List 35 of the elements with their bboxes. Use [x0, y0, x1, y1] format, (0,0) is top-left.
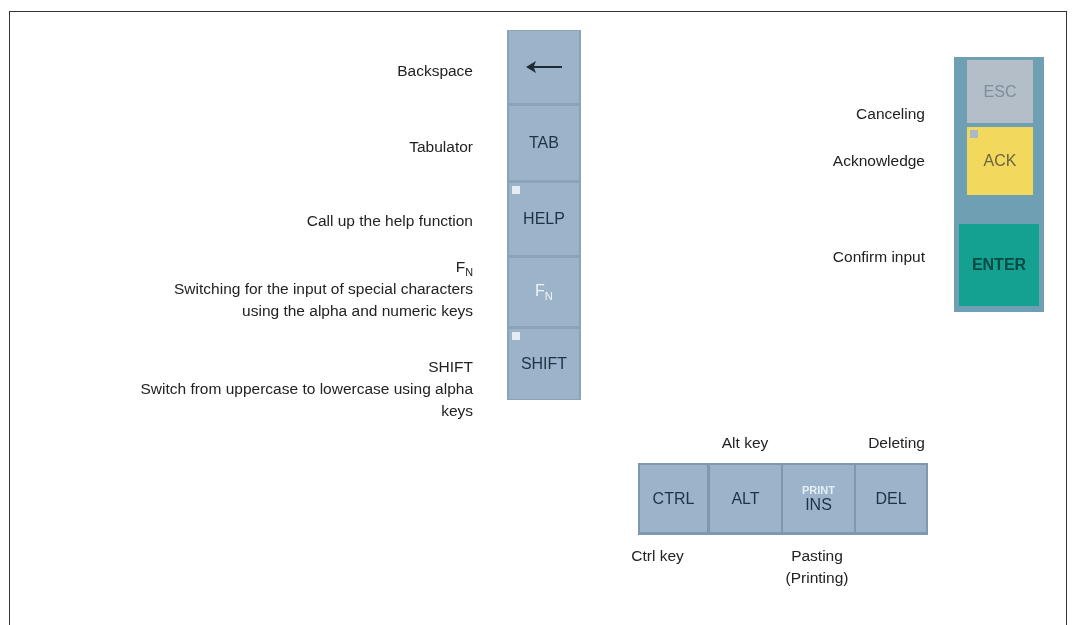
key-label: ALT	[731, 489, 760, 508]
key-label: F$_{N}$	[535, 281, 553, 303]
key-label: INS	[805, 495, 832, 514]
keypad-key	[783, 465, 854, 532]
key-label: HELP	[523, 210, 565, 228]
key-description: Canceling	[855, 104, 925, 124]
key-description: Deleting	[867, 433, 925, 453]
key-description: Call up the help function	[305, 211, 473, 231]
keypad-key	[509, 183, 579, 255]
key-description: Ctrl key	[630, 546, 685, 566]
key-description: Alt key	[720, 433, 770, 453]
key-description: Tabulator	[408, 137, 473, 157]
key-label: ACK	[983, 152, 1017, 170]
key-label: TAB	[529, 134, 559, 152]
keypad-key	[509, 31, 579, 103]
keypad-key	[959, 224, 1039, 306]
key-description: F$_{N}$	[454, 257, 473, 281]
key-description: Switch from uppercase to lowercase using alpha keys	[139, 379, 473, 421]
key-label: ENTER	[971, 256, 1027, 274]
key-label: DEL	[875, 489, 907, 508]
key-description: Backspace	[396, 61, 473, 81]
key-label: CTRL	[652, 489, 695, 508]
keypad-key	[967, 60, 1033, 123]
keypad-key	[710, 465, 781, 532]
key-description: Pasting (Printing)	[784, 546, 850, 588]
keypad-key	[967, 127, 1033, 195]
key-label: SHIFT	[520, 355, 568, 373]
key-description: SHIFT	[427, 357, 473, 377]
key-description: Acknowledge	[831, 151, 925, 171]
key-description: Switching for the input of special characters using the alpha and numeric keys	[173, 279, 473, 321]
key-sublabel: PRINT	[802, 483, 835, 496]
keypad-key	[640, 465, 707, 532]
key-description: Confirm input	[831, 247, 925, 267]
keypad-key	[856, 465, 926, 532]
keypad-key	[509, 329, 579, 399]
